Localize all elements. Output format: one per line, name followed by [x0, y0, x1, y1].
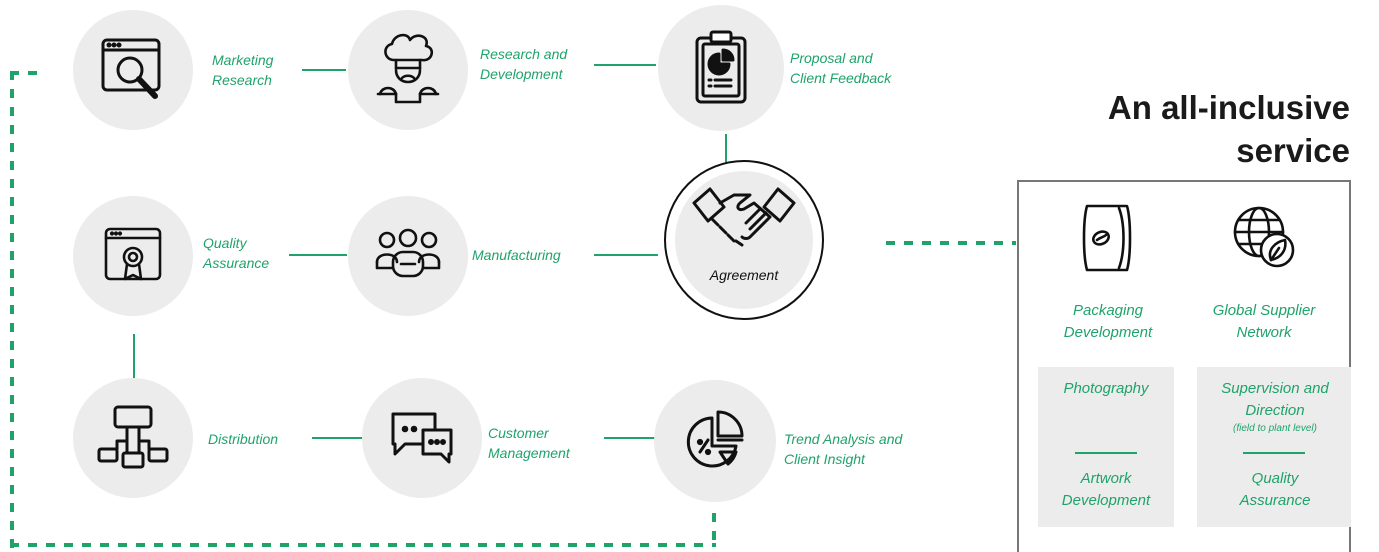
research-development-label: Research and Development: [480, 44, 567, 84]
label-line: Distribution: [208, 431, 279, 447]
label-line: Development: [480, 66, 563, 82]
distribution-label: Distribution: [208, 429, 278, 449]
connector-qa-distribution: [133, 334, 135, 380]
trend-analysis-label: Trend Analysis and Client Insight: [784, 429, 902, 469]
packaging-development-label: Packaging Development: [1033, 300, 1183, 344]
team-icon: [375, 228, 441, 278]
dashed-connector-left: [10, 71, 14, 551]
seed-bag-icon: [1082, 204, 1132, 272]
marketing-research-node: [73, 10, 193, 130]
label-line: Direction: [1245, 402, 1305, 419]
quality-assurance-node: [73, 196, 193, 316]
manufacturing-label: Manufacturing: [472, 245, 561, 265]
supervision-divider: [1243, 452, 1305, 454]
label-line: Quality: [1251, 470, 1299, 487]
label-line: Customer: [488, 425, 549, 441]
dashed-connector-bottom: [10, 543, 716, 547]
customer-management-node: [362, 378, 482, 498]
label-line: Quality: [203, 235, 247, 251]
marketing-research-label: Marketing Research: [212, 50, 273, 90]
manufacturing-node: [348, 196, 468, 316]
photography-label: Photography: [1063, 380, 1149, 397]
page-title: An all-inclusive service: [1108, 86, 1350, 172]
agreement-label: Agreement: [709, 267, 779, 283]
label-line: Manufacturing: [472, 247, 561, 263]
label-line: Development: [1061, 492, 1151, 509]
label-line: Management: [488, 445, 570, 461]
label-line: Client Feedback: [790, 70, 892, 86]
globe-leaf-icon: [1233, 206, 1295, 268]
label-line: Network: [1236, 324, 1292, 341]
service-panel: Packaging Development Global Supplier Ne…: [1017, 180, 1351, 552]
artwork-development-label: Artwork Development: [1031, 468, 1181, 512]
title-line-2: service: [1236, 132, 1350, 169]
research-development-node: [348, 10, 468, 130]
proposal-feedback-label: Proposal and Client Feedback: [790, 48, 891, 88]
distribution-node: [73, 378, 193, 498]
label-line: Marketing: [212, 52, 274, 68]
quality-assurance-panel-label: Quality Assurance: [1200, 468, 1350, 512]
customer-management-label: Customer Management: [488, 423, 570, 463]
connector-customer-trend: [604, 437, 656, 439]
dashed-connector-top: [10, 71, 46, 75]
label-line: Packaging: [1072, 302, 1144, 319]
pie-chart-icon: [686, 410, 744, 468]
connector-manufacturing-agreement: [594, 254, 658, 256]
connector-qa-manufacturing: [289, 254, 347, 256]
label-line: Trend Analysis and: [784, 431, 903, 447]
label-line: Assurance: [1239, 492, 1311, 509]
global-supplier-label: Global Supplier Network: [1189, 300, 1339, 344]
title-line-1: An all-inclusive: [1107, 89, 1350, 126]
dashed-connector-panel: [886, 241, 1016, 245]
label-line: Supervision and: [1221, 380, 1329, 397]
chat-icon: [391, 412, 453, 464]
supervision-box: [1197, 367, 1351, 527]
handshake-icon: [692, 187, 796, 247]
label-note: (field to plant level): [1233, 423, 1317, 434]
connector-distribution-customer: [312, 437, 364, 439]
connector-marketing-rd: [302, 69, 346, 71]
proposal-feedback-node: [658, 5, 784, 131]
photography-box: [1038, 367, 1174, 527]
clipboard-chart-icon: [695, 30, 747, 104]
dashed-connector-return: [712, 513, 716, 547]
supervision-label: Supervision and Direction (field to plan…: [1200, 378, 1350, 436]
label-line: Development: [1063, 324, 1153, 341]
label-line: Artwork: [1080, 470, 1132, 487]
network-icon: [97, 405, 169, 469]
label-line: Global Supplier: [1212, 302, 1316, 319]
browser-search-icon: [101, 38, 161, 99]
quality-assurance-label: Quality Assurance: [203, 233, 269, 273]
connector-proposal-agreement: [725, 134, 727, 162]
label-line: Client Insight: [784, 451, 865, 467]
label-line: Research: [212, 72, 272, 88]
label-line: Proposal and: [790, 50, 873, 66]
chef-icon: [376, 33, 440, 104]
connector-rd-proposal: [594, 64, 656, 66]
label-line: Research and: [480, 46, 568, 62]
photography-divider: [1075, 452, 1137, 454]
label-line: Assurance: [203, 255, 270, 271]
agreement-node: Agreement: [664, 160, 824, 320]
certificate-icon: [104, 227, 162, 281]
trend-analysis-node: [654, 380, 776, 502]
